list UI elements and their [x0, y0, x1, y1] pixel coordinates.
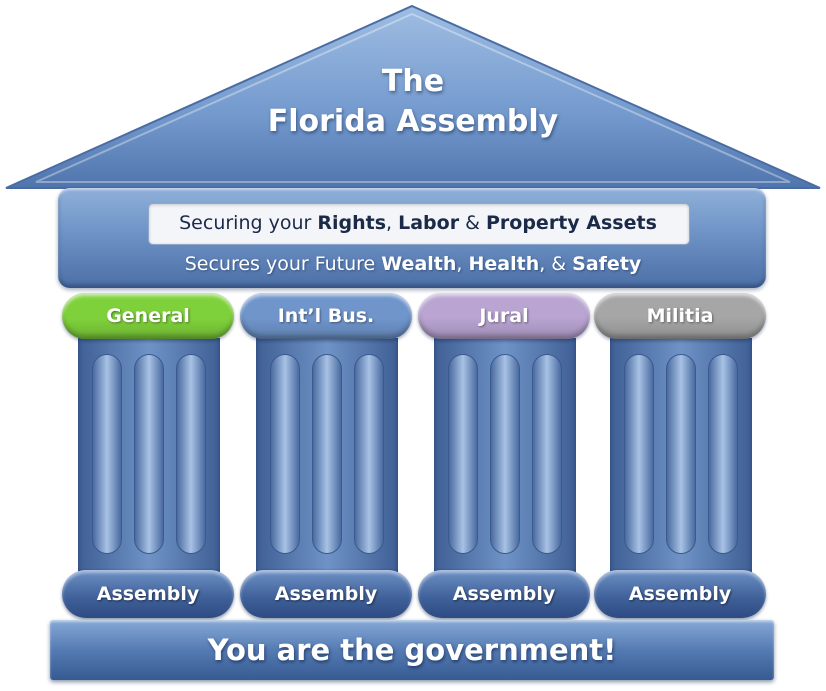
column-flute	[270, 354, 300, 554]
roof-pediment	[5, 4, 821, 189]
motto-1-bold-labor: Labor	[398, 212, 460, 234]
footer-slogan: You are the government!	[207, 633, 617, 667]
column-base-militia: Assembly	[594, 570, 766, 618]
column-cap-general: General	[62, 293, 234, 339]
motto-line-2: Secures your Future Wealth, Health, & Sa…	[100, 248, 726, 280]
motto-1-bold-rights: Rights	[317, 212, 387, 234]
motto-1-text-c: &	[459, 212, 486, 234]
column-cap-intl-bus: Int’l Bus.	[240, 293, 412, 339]
stylobate-base	[50, 620, 774, 680]
motto-1-bold-property: Property Assets	[485, 212, 657, 234]
motto-2-bold-health: Health	[468, 253, 540, 275]
column-cap-jural: Jural	[418, 293, 590, 339]
motto-1-text-b: ,	[386, 212, 399, 234]
column-flute	[312, 354, 342, 554]
title-line-1: The	[381, 64, 445, 99]
column-flute	[624, 354, 654, 554]
motto-box	[148, 203, 690, 245]
column-flute	[708, 354, 738, 554]
column-base-intl-bus: Assembly	[240, 570, 412, 618]
column-flute	[666, 354, 696, 554]
motto-2-text-a: Secures your Future	[184, 253, 382, 275]
title-line-2: Florida Assembly	[267, 104, 559, 139]
motto-2-bold-wealth: Wealth	[381, 253, 457, 275]
column-flute	[92, 354, 122, 554]
column-flute	[448, 354, 478, 554]
motto-2-text-c: , &	[539, 253, 573, 275]
motto-2-bold-safety: Safety	[572, 253, 642, 275]
motto-1-text-a: Securing your	[179, 212, 318, 234]
column-flute	[134, 354, 164, 554]
column-flute	[532, 354, 562, 554]
column-flute	[176, 354, 206, 554]
motto-line-1: Securing your Rights, Labor & Property A…	[148, 203, 688, 243]
column-base-jural: Assembly	[418, 570, 590, 618]
column-flute	[490, 354, 520, 554]
motto-2-text-b: ,	[456, 253, 469, 275]
column-base-general: Assembly	[62, 570, 234, 618]
column-cap-militia: Militia	[594, 293, 766, 339]
column-flute	[354, 354, 384, 554]
